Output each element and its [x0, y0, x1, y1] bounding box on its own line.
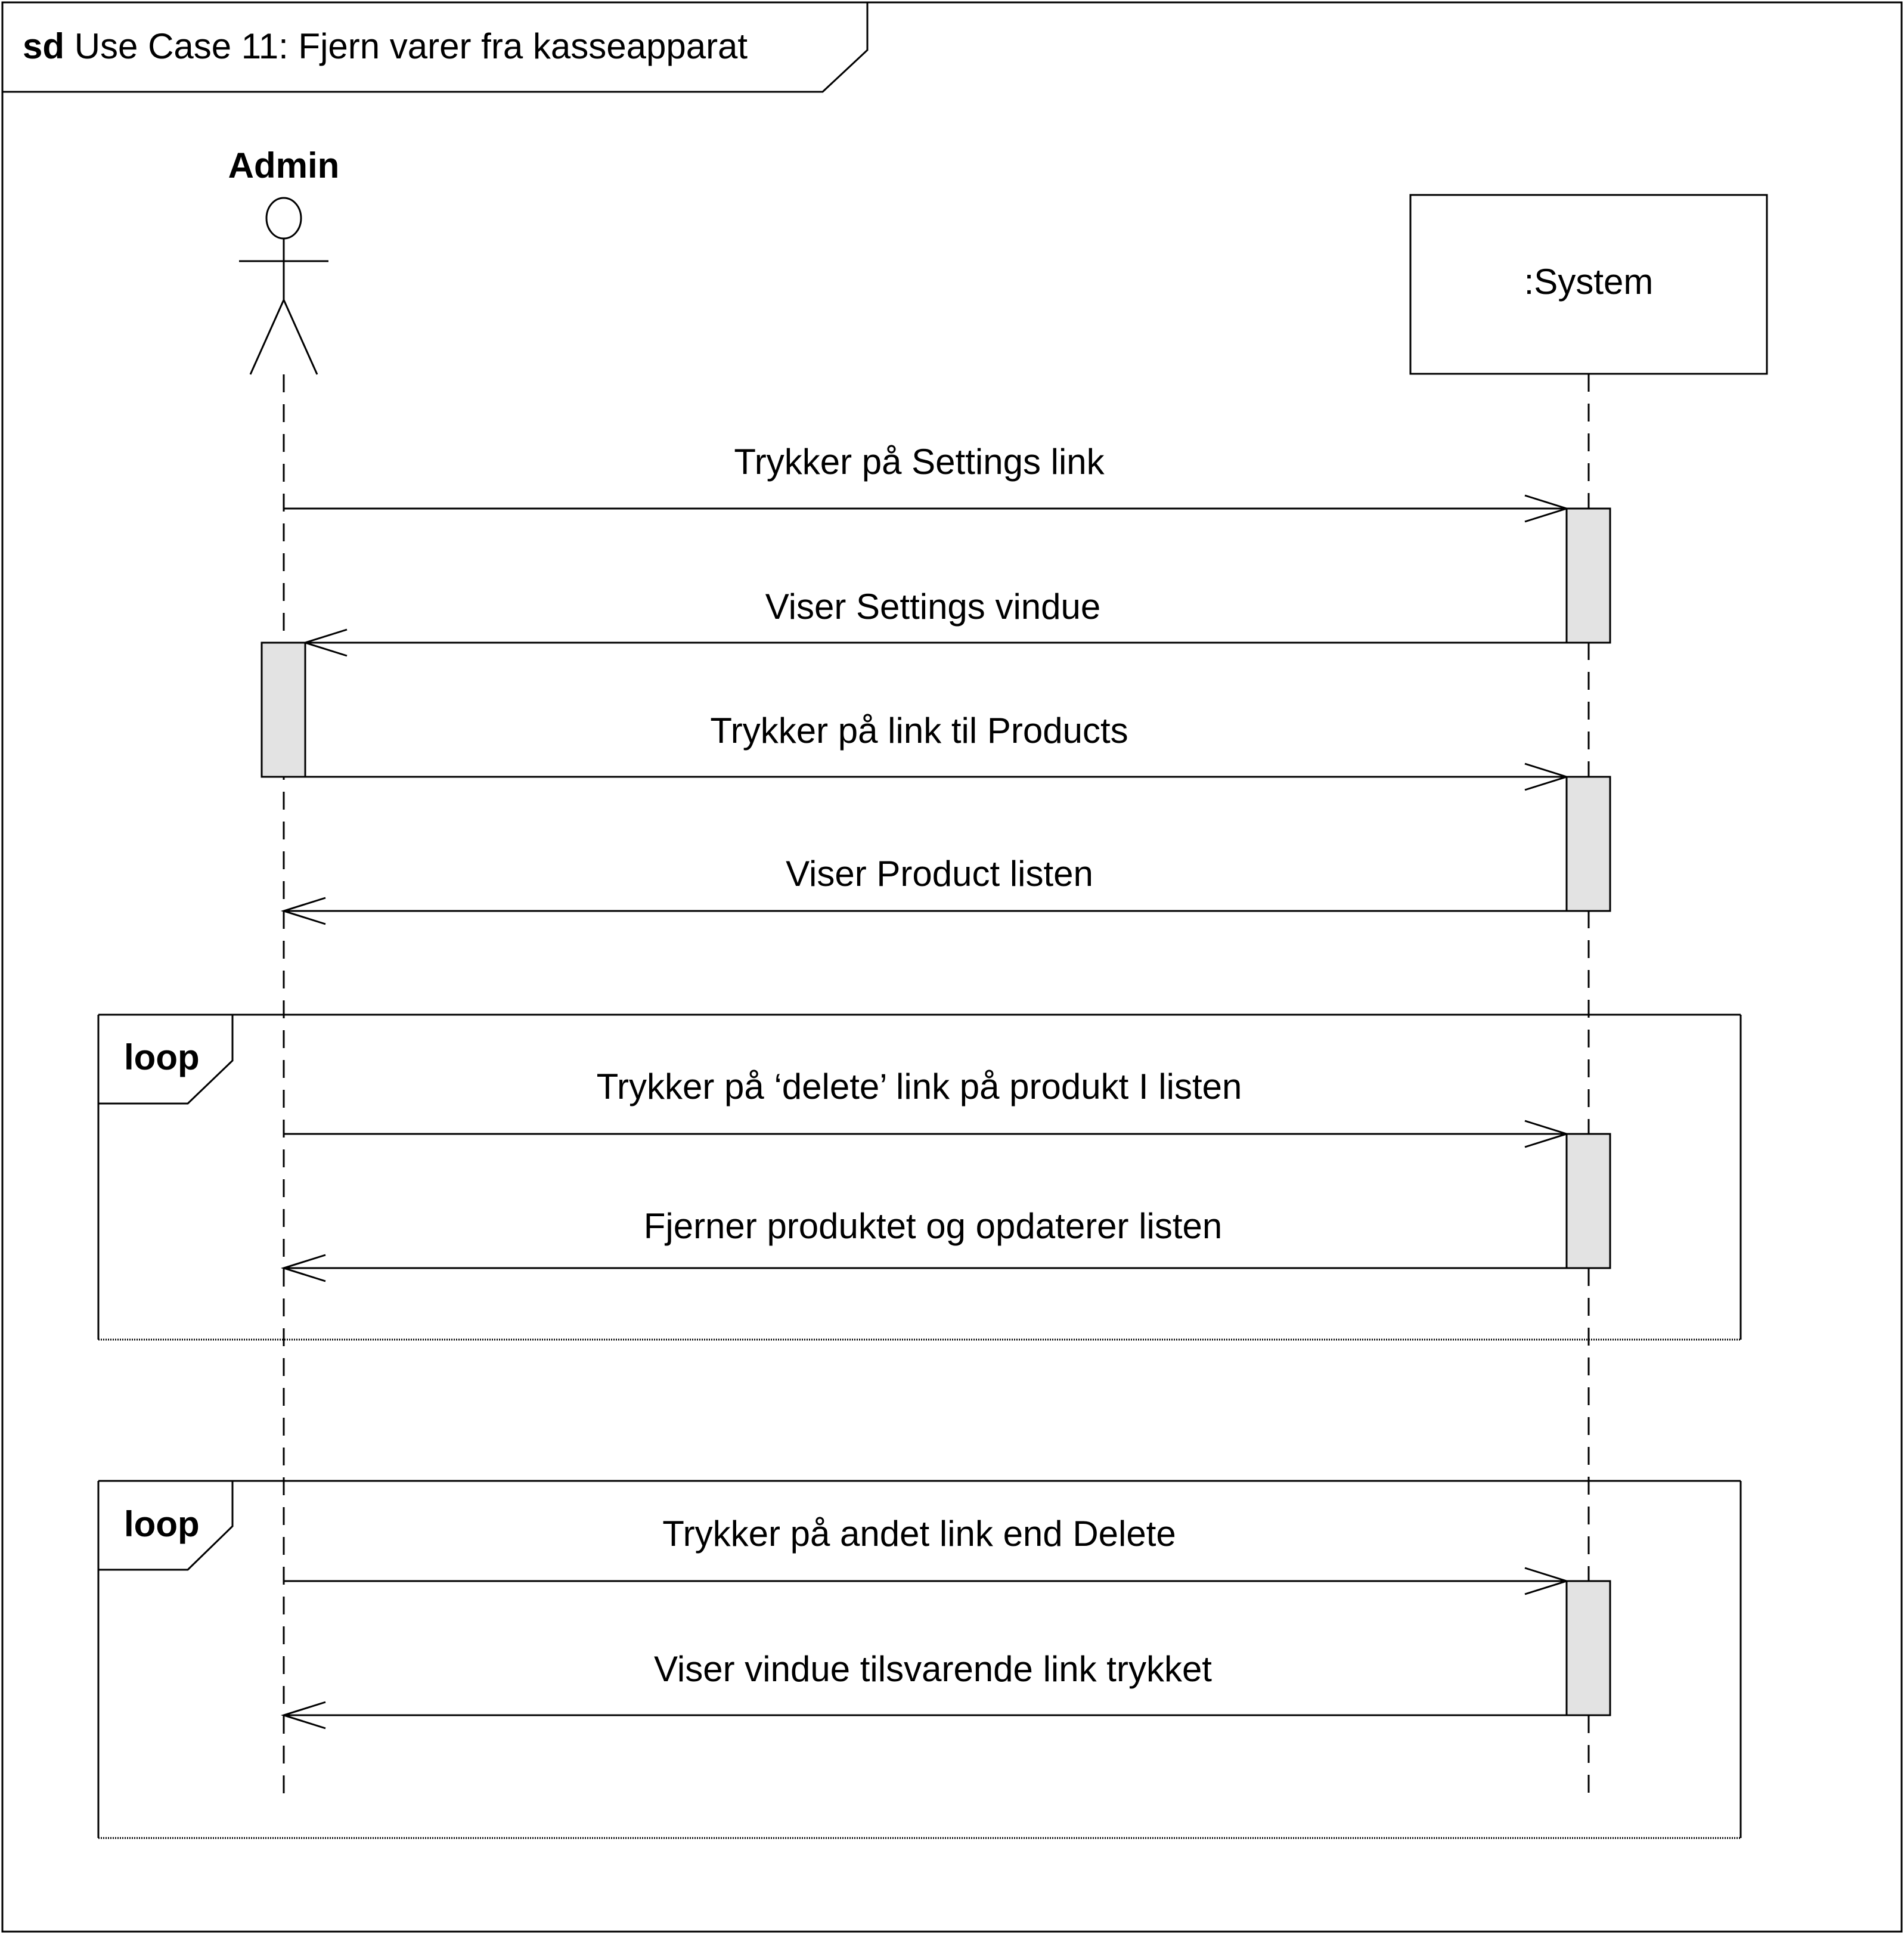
system-activation-bar [1565, 776, 1611, 912]
stick-figure-icon [239, 197, 328, 375]
message-arrow: Trykker på ‘delete’ link på produkt I li… [284, 1067, 1570, 1148]
frame-title: sd Use Case 11: Fjern varer fra kasseapp… [23, 26, 748, 66]
message-label: Trykker på link til Products [710, 711, 1128, 751]
message-label: Fjerner produktet og opdaterer listen [644, 1206, 1223, 1246]
frame-keyword: sd [23, 26, 64, 66]
admin-activation-bar [261, 641, 306, 778]
system-lifeline-head: :System [1409, 194, 1768, 375]
system-activation-bar [1565, 507, 1611, 644]
frame-title-tab [2, 2, 869, 93]
message-arrow: Trykker på Settings link [284, 442, 1570, 523]
return-message-arrow: Fjerner produktet og opdaterer listen [280, 1206, 1567, 1282]
message-arrow: Trykker på link til Products [305, 711, 1570, 791]
system-activation-bar [1565, 1133, 1611, 1269]
message-label: Trykker på ‘delete’ link på produkt I li… [597, 1067, 1242, 1107]
message-label: Viser Settings vindue [765, 587, 1101, 627]
system-activation-bar [1565, 1580, 1611, 1716]
actor-label: Admin [228, 145, 340, 185]
loop-fragment-1: loop [97, 1014, 1742, 1341]
message-arrow: Trykker på andet link end Delete [284, 1514, 1570, 1595]
return-message-arrow: Viser Product listen [280, 854, 1567, 925]
return-message-arrow: Viser vindue tilsvarende link trykket [280, 1649, 1567, 1730]
message-label: Trykker på andet link end Delete [662, 1514, 1176, 1554]
system-label: :System [1524, 262, 1654, 302]
return-message-arrow: Viser Settings vindue [302, 587, 1567, 657]
loop-fragment-2: loop [97, 1480, 1742, 1839]
loop-operator-label: loop [124, 1504, 200, 1544]
admin-actor: Admin [228, 145, 340, 375]
message-label: Viser vindue tilsvarende link trykket [654, 1649, 1212, 1689]
message-label: Viser Product listen [786, 854, 1093, 894]
message-label: Trykker på Settings link [734, 442, 1105, 482]
frame-title-text: Use Case 11: Fjern varer fra kasseappara… [75, 26, 748, 66]
loop-operator-label: loop [124, 1037, 200, 1077]
